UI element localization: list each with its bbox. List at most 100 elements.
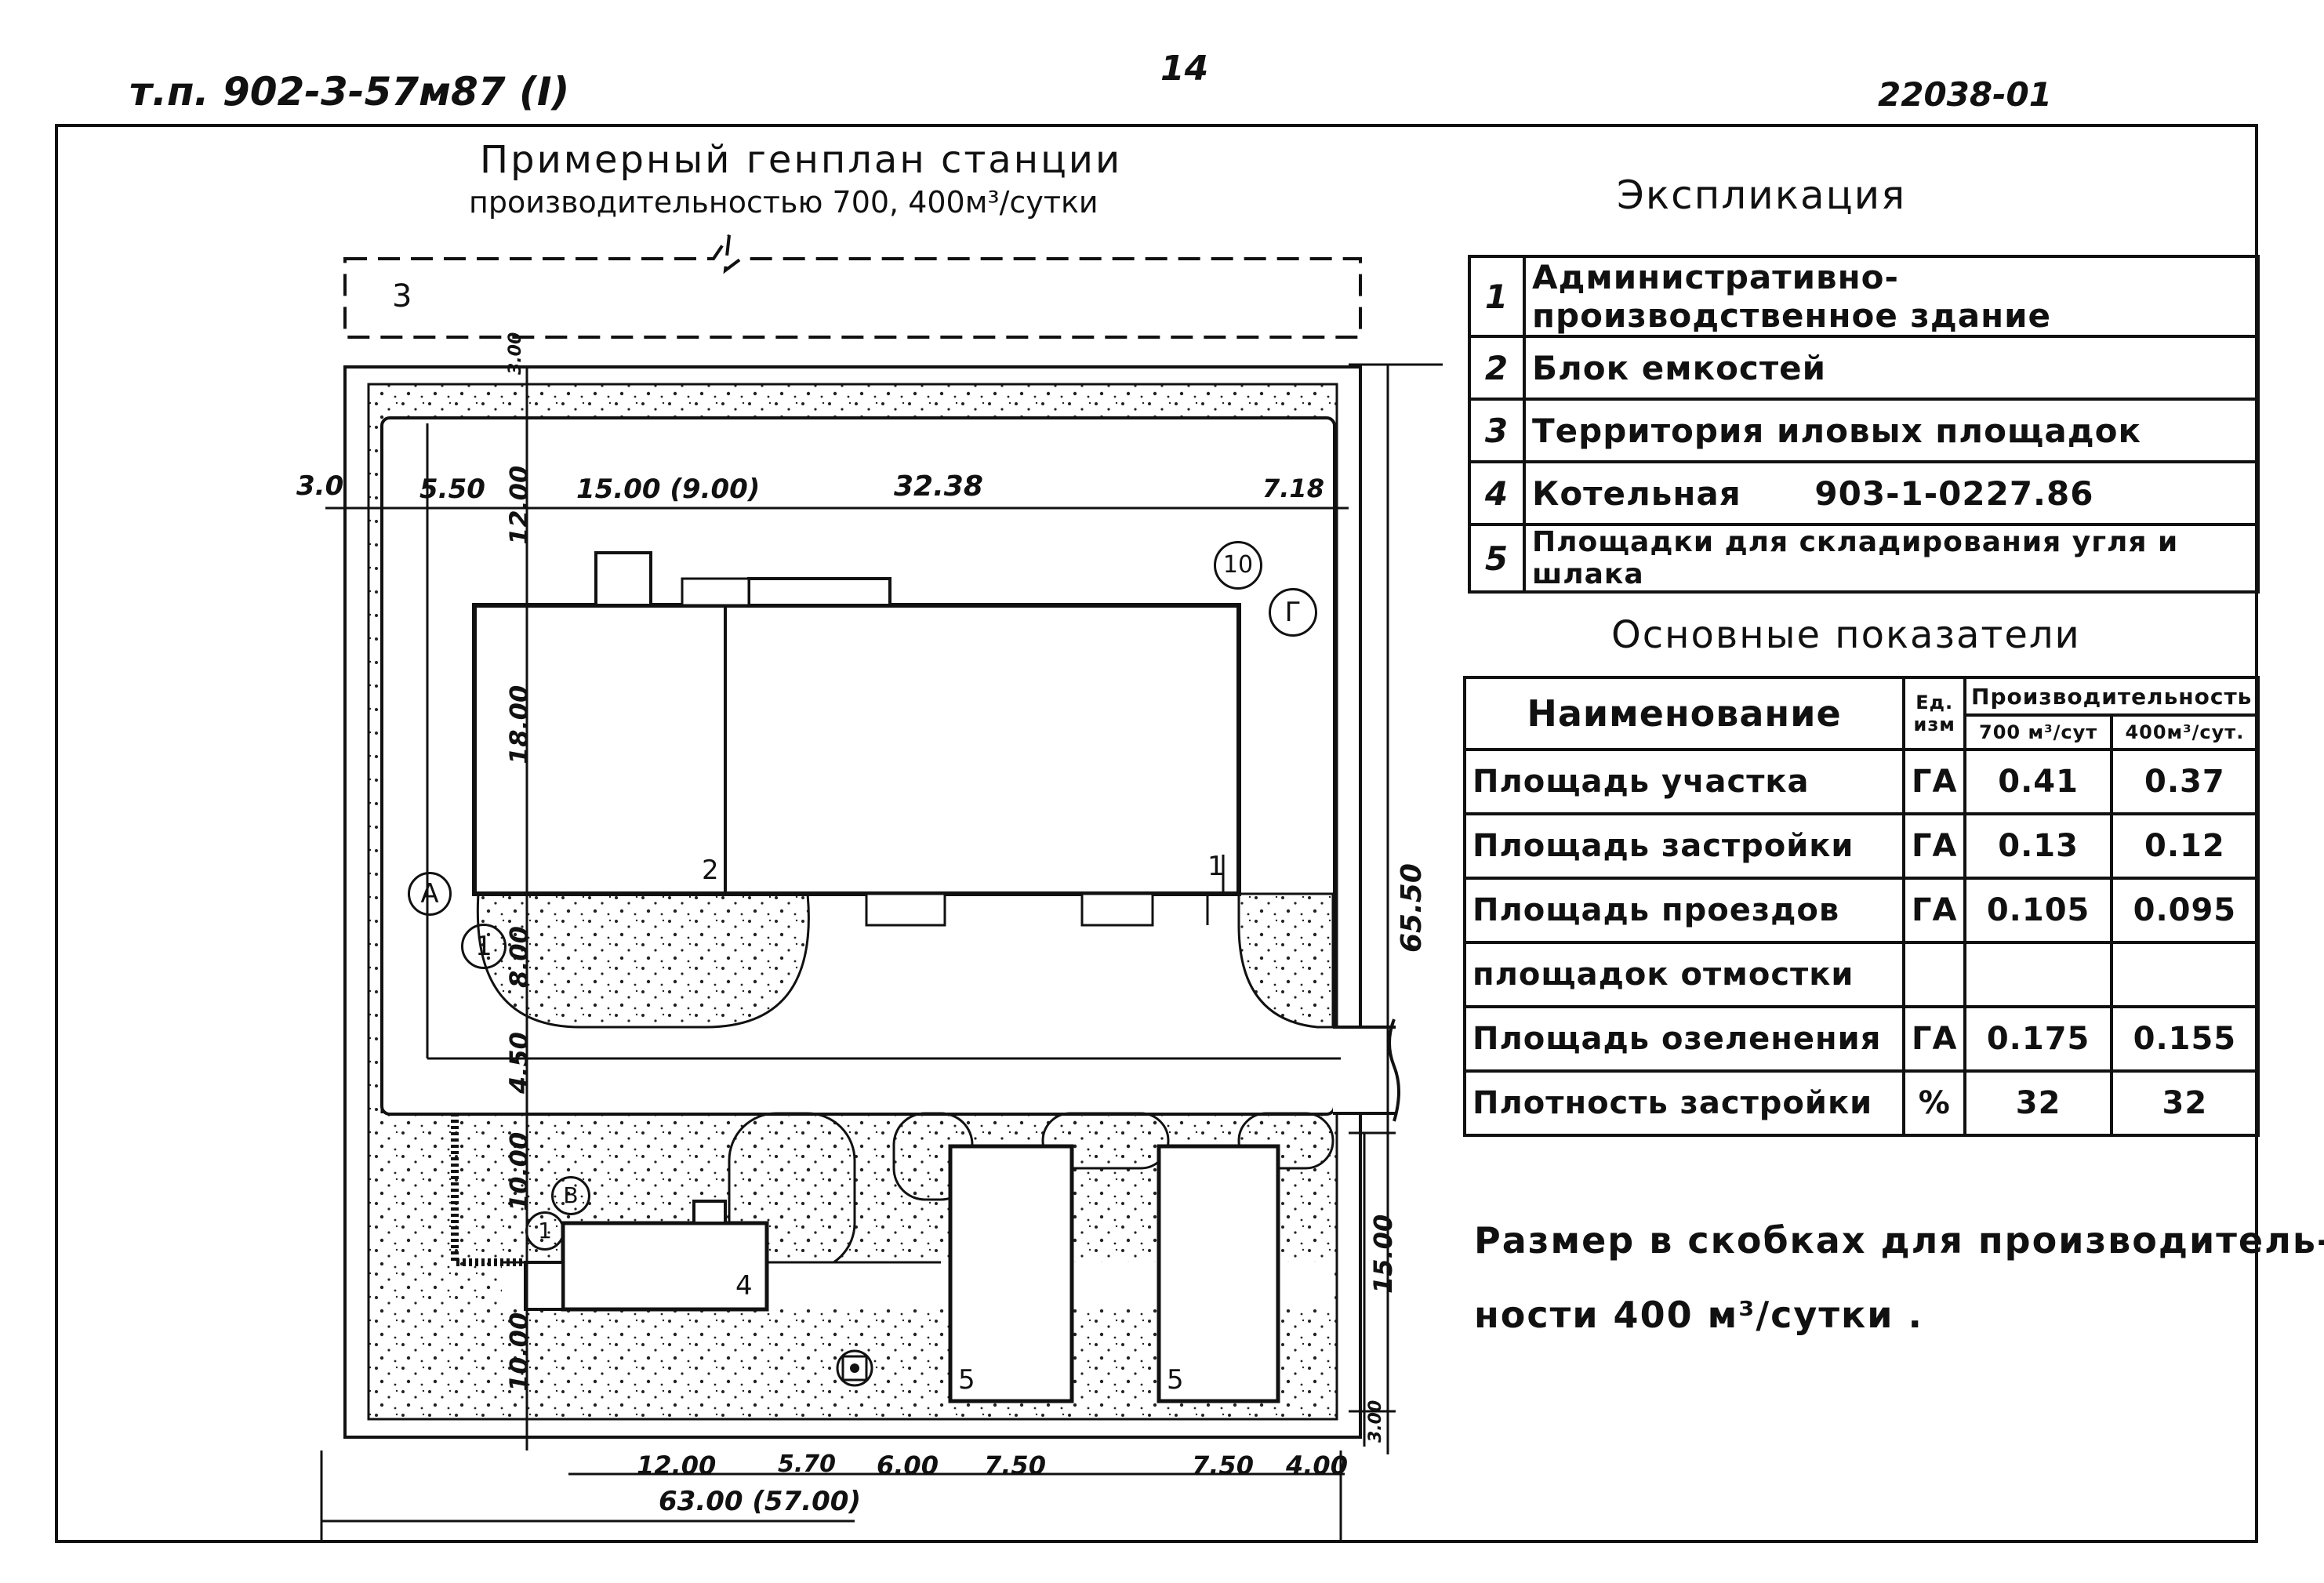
table-row: 5 Площадки для складирования угля и шлак… (1468, 523, 2260, 594)
explication-name: Котельная 903-1-0227.86 (1523, 460, 2260, 526)
indicator-value-700: 32 (1963, 1069, 2113, 1137)
col-name-header: Наименование (1463, 676, 1905, 751)
dim-bottom-1: 12.00 (637, 1450, 717, 1480)
indicator-value-400 (2109, 941, 2260, 1008)
indicator-value-700: 0.105 (1963, 877, 2113, 944)
table-row: 1 Административно-производственное здани… (1468, 255, 2260, 338)
document-code: т.п. 902-3-57м87 (I) (129, 69, 570, 114)
coal-storage-area-2 (1157, 1144, 1280, 1403)
dimension-lines (320, 363, 1443, 1541)
indicator-name: Площадь проездов (1463, 877, 1905, 944)
indicator-unit: % (1901, 1069, 1967, 1137)
dim-right-total: 65.50 (1396, 863, 1428, 953)
dim-bottom-2: 5.70 (778, 1450, 837, 1478)
dim-total-width: 63.00 (57.00) (659, 1486, 862, 1517)
indicator-unit: ГА (1901, 748, 1967, 815)
sheet-code: 22038-01 (1878, 75, 2052, 114)
axis-marker-g: Г (1269, 588, 1317, 637)
indicator-name: Площадь застройки (1463, 812, 1905, 880)
explication-name: Блок емкостей (1523, 335, 2260, 401)
building-4-label: 4 (735, 1270, 753, 1302)
axis-marker-1: 1 (461, 924, 507, 969)
dim-bottom-3: 6.00 (877, 1450, 939, 1480)
dim-left-4: 8.00 (504, 926, 534, 988)
plan-title: Примерный генплан станции (480, 138, 1123, 182)
col-700-header: 700 м³/сут (1963, 713, 2113, 751)
dim-top-2: 5.50 (419, 474, 485, 505)
building-2-label: 2 (702, 855, 719, 886)
indicator-value-400: 32 (2109, 1069, 2260, 1137)
explication-num: 2 (1468, 335, 1526, 401)
dim-right-3: 3.00 (1366, 1400, 1385, 1443)
explication-num: 1 (1468, 255, 1526, 338)
col-400-header: 400м³/сут. (2109, 713, 2260, 751)
building-block-1-2 (472, 551, 1241, 927)
indicator-value-700: 0.175 (1963, 1005, 2113, 1073)
indicator-name: Площадь участка (1463, 748, 1905, 815)
dim-top-3: 15.00 (9.00) (576, 474, 761, 505)
table-row: площадок отмостки (1463, 941, 2260, 1008)
indicators-table: Наименование Ед. изм Производительность … (1463, 676, 2260, 1137)
indicator-name: Плотность застройки (1463, 1069, 1905, 1137)
explication-title: Экспликация (1617, 172, 1907, 218)
axis-marker-v: В (551, 1176, 590, 1215)
table-row: Площадь застройки ГА 0.13 0.12 (1463, 812, 2260, 880)
note-line-2: ности 400 м³/сутки . (1474, 1294, 1923, 1336)
table-row: 2 Блок емкостей (1468, 335, 2260, 401)
table-row: Площадь проездов ГА 0.105 0.095 (1463, 877, 2260, 944)
explication-num: 4 (1468, 460, 1526, 526)
dim-left-5: 4.50 (504, 1032, 534, 1094)
indicator-unit (1901, 941, 1967, 1008)
building-1-label: 1 (1207, 851, 1225, 882)
indicator-name: Площадь озеленения (1463, 1005, 1905, 1073)
dim-left-3: 18.00 (504, 684, 534, 764)
axis-marker-a: А (408, 872, 452, 916)
table-header-row: Наименование Ед. изм Производительность (1463, 676, 2260, 751)
col-capacity-header: Производительность (1963, 676, 2260, 717)
col-unit-header: Ед. изм (1901, 676, 1967, 751)
note-line-1: Размер в скобках для производитель- (1474, 1219, 2324, 1262)
dim-bottom-6: 4.00 (1286, 1450, 1348, 1480)
zone-3-label: 3 (392, 278, 412, 314)
axis-marker-10: 10 (1214, 541, 1262, 590)
indicator-name: площадок отмостки (1463, 941, 1905, 1008)
dim-left-1: 3.00 (506, 332, 525, 375)
sludge-beds-zone (343, 234, 1362, 339)
plan-subtitle: производительностью 700, 400м³/сутки (469, 185, 1098, 220)
dim-left-2: 12.00 (504, 465, 534, 545)
explication-table: 1 Административно-производственное здани… (1468, 255, 2260, 594)
dim-top-4: 32.38 (894, 470, 983, 503)
explication-num: 3 (1468, 398, 1526, 463)
dim-bottom-5: 7.50 (1192, 1450, 1254, 1480)
indicator-unit: ГА (1901, 877, 1967, 944)
area-5b-label: 5 (1167, 1364, 1184, 1396)
dim-bottom-4: 7.50 (984, 1450, 1046, 1480)
dim-left-6: 10.00 (504, 1131, 534, 1211)
coal-storage-area-1 (948, 1144, 1074, 1403)
indicator-value-700 (1963, 941, 2113, 1008)
table-row: Плотность застройки % 32 32 (1463, 1069, 2260, 1137)
page-number: 14 (1160, 49, 1209, 89)
indicator-value-400: 0.155 (2109, 1005, 2260, 1073)
explication-num: 5 (1468, 523, 1526, 594)
indicator-value-400: 0.095 (2109, 877, 2260, 944)
indicators-title: Основные показатели (1611, 613, 2081, 657)
indicator-value-400: 0.12 (2109, 812, 2260, 880)
dim-left-7: 10.00 (504, 1312, 534, 1392)
indicator-unit: ГА (1901, 812, 1967, 880)
table-row: 3 Территория иловых площадок (1468, 398, 2260, 463)
dim-top-5: 7.18 (1262, 474, 1324, 503)
table-row: 4 Котельная 903-1-0227.86 (1468, 460, 2260, 526)
axis-marker-1b: 1 (525, 1211, 565, 1251)
explication-name: Административно-производственное здание (1523, 255, 2260, 338)
area-5a-label: 5 (958, 1364, 975, 1396)
table-header-row: 700 м³/сут 400м³/сут. (1465, 713, 2260, 751)
indicator-value-400: 0.37 (2109, 748, 2260, 815)
table-row: Площадь участка ГА 0.41 0.37 (1463, 748, 2260, 815)
indicator-value-700: 0.41 (1963, 748, 2113, 815)
dim-top-1: 3.0 (296, 470, 344, 502)
indicator-value-700: 0.13 (1963, 812, 2113, 880)
explication-name: Площадки для складирования угля и шлака (1523, 523, 2260, 594)
site-boundary (343, 365, 1362, 1439)
